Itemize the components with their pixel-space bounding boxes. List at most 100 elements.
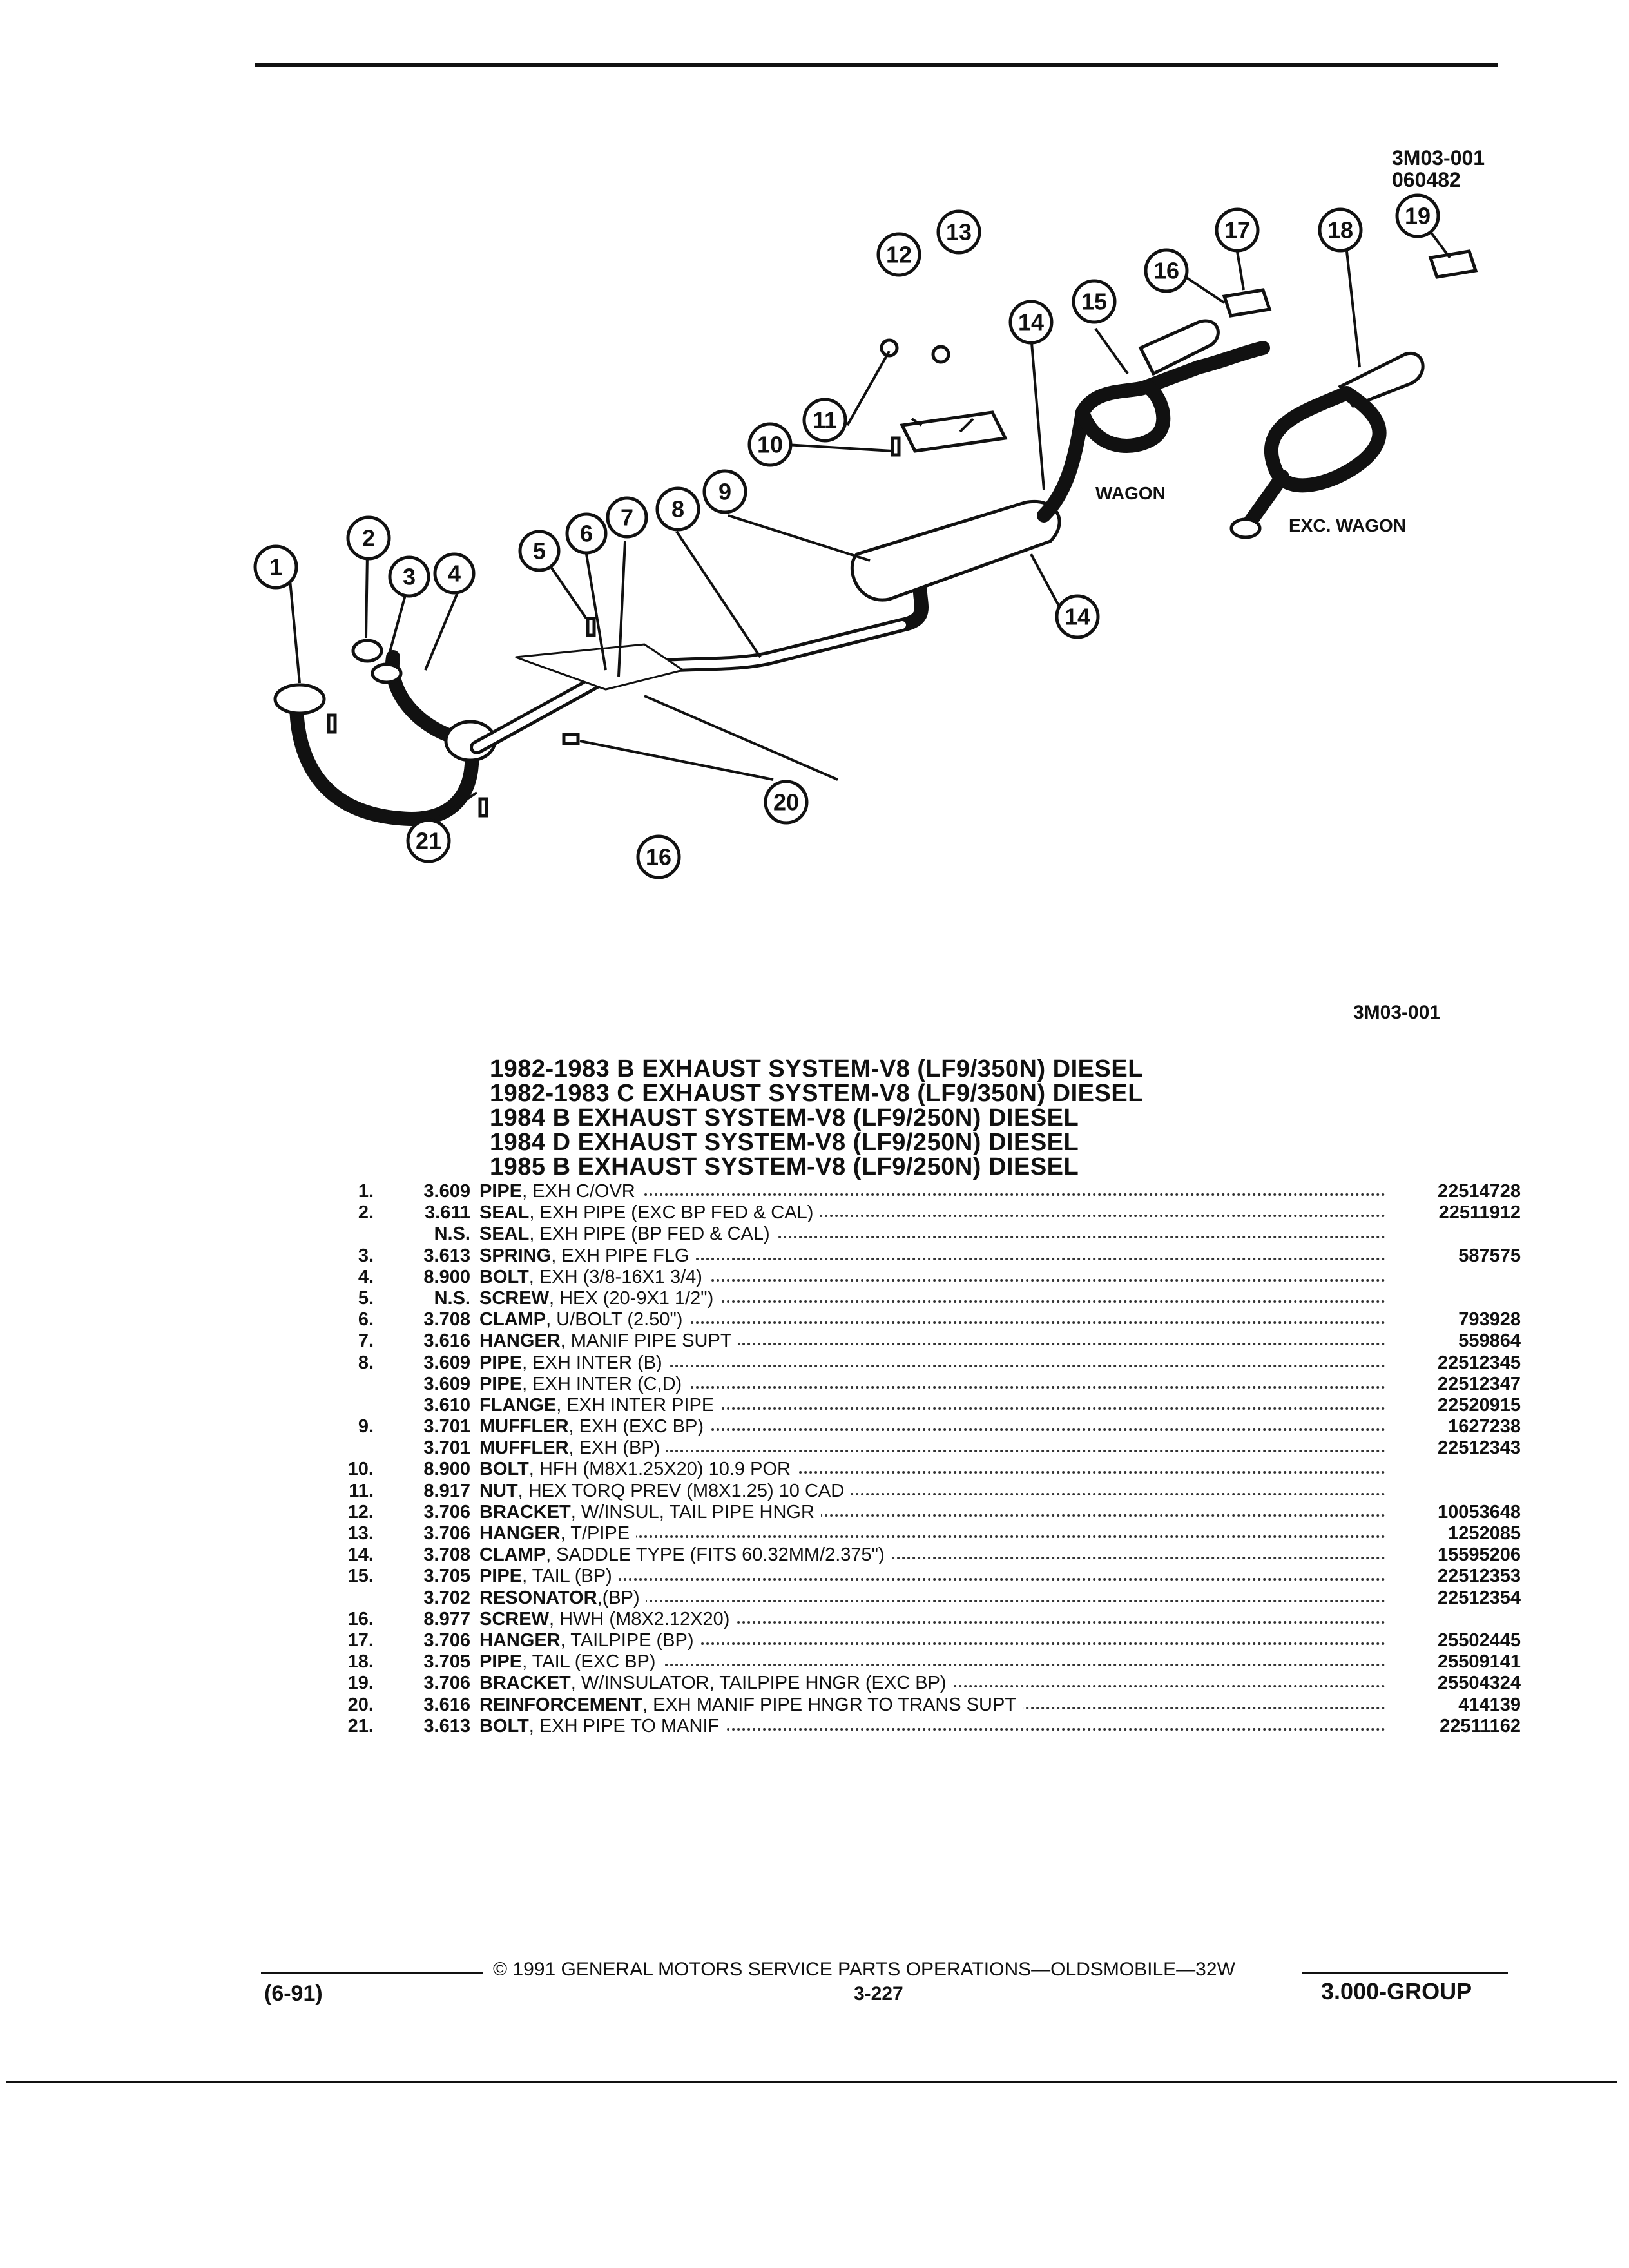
part-detail: , EXH MANIF PIPE HNGR TO TRANS SUPT	[642, 1694, 1017, 1715]
catalog-code: N.S.	[434, 1287, 470, 1309]
callout-18: 18	[1318, 207, 1363, 253]
part-detail: , HFH (M8X1.25X20) 10.9 POR	[528, 1459, 791, 1480]
part-description: FLANGE, EXH INTER PIPE	[479, 1394, 721, 1416]
top-rule	[255, 63, 1498, 67]
leader-dots	[479, 1492, 1385, 1495]
leader-dots	[479, 1193, 1385, 1196]
callout-12: 12	[876, 232, 921, 277]
nut-11b	[931, 345, 950, 364]
catalog-code: 3.706	[423, 1629, 470, 1651]
leader-dots	[479, 1471, 1385, 1474]
catalog-code: 3.705	[423, 1651, 470, 1673]
footer-date: (6-91)	[264, 1981, 323, 2006]
part-name: BOLT	[479, 1266, 529, 1287]
svg-text:12: 12	[886, 242, 912, 268]
table-ref: 3M03-001	[1353, 1002, 1441, 1023]
part-number: 22512354	[1392, 1587, 1521, 1609]
part-number: 22514728	[1392, 1181, 1521, 1202]
part-description: CLAMP, U/BOLT (2.50")	[479, 1309, 689, 1331]
leader-dots	[479, 1535, 1385, 1538]
callout-19: 19	[1395, 193, 1440, 238]
part-number: 15595206	[1392, 1544, 1521, 1566]
part-detail: , HEX (20-9X1 1/2")	[548, 1287, 714, 1309]
part-description: NUT, HEX TORQ PREV (M8X1.25) 10 CAD	[479, 1480, 851, 1502]
svg-text:8: 8	[671, 496, 684, 523]
section-titles: 1982-1983 B EXHAUST SYSTEM-V8 (LF9/350N)…	[490, 1057, 1143, 1179]
leader-dots	[479, 1385, 1385, 1389]
item-number: 17.	[347, 1629, 374, 1651]
exc-wagon-tailpipe	[1264, 386, 1387, 493]
callout-2: 2	[346, 515, 391, 561]
catalog-code: 3.701	[423, 1437, 470, 1459]
crossover-pipe	[289, 695, 479, 826]
part-description: BRACKET, W/INSULATOR, TAILPIPE HNGR (EXC…	[479, 1673, 953, 1695]
part-number: 1252085	[1392, 1523, 1521, 1544]
svg-text:1: 1	[269, 554, 282, 581]
svg-text:9: 9	[718, 479, 731, 505]
catalog-code: 3.705	[423, 1566, 470, 1587]
section-title: 1982-1983 C EXHAUST SYSTEM-V8 (LF9/350N)…	[490, 1080, 1143, 1107]
catalog-code: 3.609	[423, 1352, 470, 1373]
part-name: CLAMP	[479, 1544, 546, 1566]
callout-13: 13	[936, 209, 981, 255]
bracket-12	[900, 410, 1008, 453]
catalog-code: 8.900	[423, 1266, 470, 1287]
part-number: 559864	[1392, 1331, 1521, 1352]
part-number: 22512353	[1392, 1566, 1521, 1588]
part-number: 793928	[1392, 1309, 1521, 1331]
part-description: HANGER, T/PIPE	[479, 1523, 637, 1544]
part-name: PIPE	[479, 1352, 523, 1373]
part-number: 414139	[1392, 1694, 1521, 1716]
part-number: 22520915	[1392, 1394, 1521, 1416]
callout-14-lower: 14	[1055, 594, 1100, 639]
leader-dots	[479, 1557, 1385, 1560]
part-description: BOLT, EXH PIPE TO MANIF	[479, 1715, 726, 1737]
catalog-code: 3.706	[423, 1501, 470, 1523]
callout-16-lower: 16	[636, 834, 681, 879]
part-name: SCREW	[479, 1608, 549, 1629]
leader-dots	[479, 1664, 1385, 1667]
leader-dots	[479, 1620, 1385, 1624]
svg-text:3: 3	[403, 564, 416, 590]
exc-wagon-tip	[1243, 470, 1289, 529]
part-detail: , HWH (M8X2.12X20)	[548, 1608, 730, 1629]
bracket-19	[1428, 249, 1478, 279]
catalog-code: 3.609	[423, 1373, 470, 1394]
parts-row: N.S.SEAL, EXH PIPE (BP FED & CAL)	[335, 1224, 1521, 1245]
svg-text:5: 5	[533, 538, 546, 564]
item-number: 13.	[347, 1523, 374, 1544]
bolt-21b	[478, 797, 488, 818]
item-number: 20.	[347, 1694, 374, 1715]
section-title: 1984 D EXHAUST SYSTEM-V8 (LF9/250N) DIES…	[490, 1129, 1079, 1156]
callout-21: 21	[406, 818, 451, 863]
hanger-17	[1222, 288, 1272, 318]
callout-7: 7	[606, 496, 648, 539]
item-number: 14.	[347, 1544, 374, 1566]
seal-part	[351, 639, 383, 663]
part-detail: ,(BP)	[597, 1587, 640, 1608]
bottom-rule	[6, 2081, 1617, 2083]
part-description: BOLT, EXH (3/8-16X1 3/4)	[479, 1266, 709, 1288]
callout-14-upper: 14	[1008, 300, 1054, 345]
leader-dots	[479, 1578, 1385, 1581]
part-detail: , TAIL (BP)	[522, 1566, 612, 1587]
part-description: CLAMP, SADDLE TYPE (FITS 60.32MM/2.375")	[479, 1544, 891, 1566]
part-name: REINFORCEMENT	[479, 1694, 642, 1715]
callout-17: 17	[1215, 207, 1260, 253]
part-description: MUFFLER, EXH (EXC BP)	[479, 1416, 711, 1438]
part-number: 22511162	[1392, 1715, 1521, 1737]
svg-text:14: 14	[1018, 309, 1044, 336]
svg-text:21: 21	[416, 828, 441, 854]
item-number: 8.	[358, 1352, 374, 1373]
part-detail: , EXH (BP)	[568, 1437, 660, 1459]
callout-16-upper: 16	[1144, 248, 1189, 293]
callout-8: 8	[655, 486, 700, 532]
